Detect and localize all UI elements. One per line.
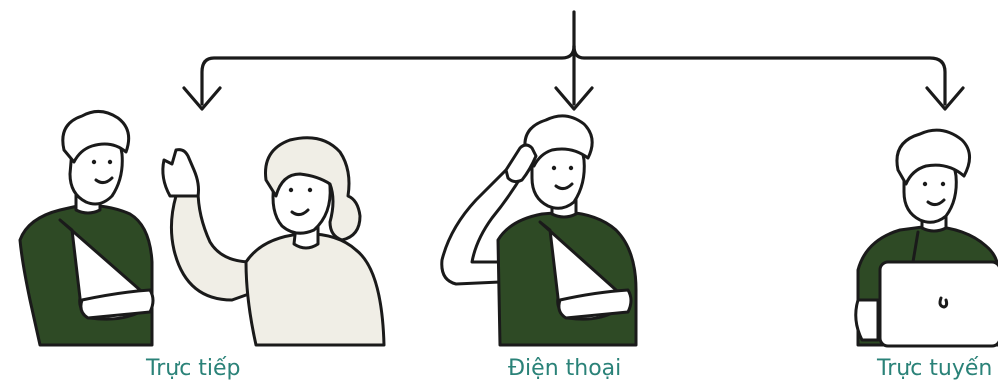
- option-label-phone: Điện thoại: [508, 352, 621, 385]
- connector-left-branch: [202, 46, 574, 104]
- doctor-figure: [163, 138, 384, 345]
- branch-connector: [184, 12, 963, 109]
- doctor-hand: [163, 150, 199, 196]
- phone-consultation-icon: [442, 116, 636, 345]
- caller-eye-right: [569, 166, 573, 170]
- doctor-eye-right: [308, 188, 312, 192]
- doctor-torso: [246, 234, 384, 345]
- online-consultation-icon: [856, 130, 998, 346]
- caller-eye-left: [552, 166, 556, 170]
- patient-eye-left: [92, 160, 96, 164]
- option-label-online: Trực tuyến: [877, 352, 992, 385]
- patient-figure-left: [20, 111, 153, 345]
- online-user-sleeve: [856, 300, 878, 340]
- in-person-consultation-icon: [20, 111, 384, 345]
- online-user-eye-left: [923, 182, 927, 186]
- connector-stem: [574, 12, 945, 104]
- option-label-in-person: Trực tiếp: [146, 352, 241, 385]
- online-user-eye-right: [941, 182, 945, 186]
- doctor-eye-left: [289, 188, 293, 192]
- patient-eye-right: [108, 160, 112, 164]
